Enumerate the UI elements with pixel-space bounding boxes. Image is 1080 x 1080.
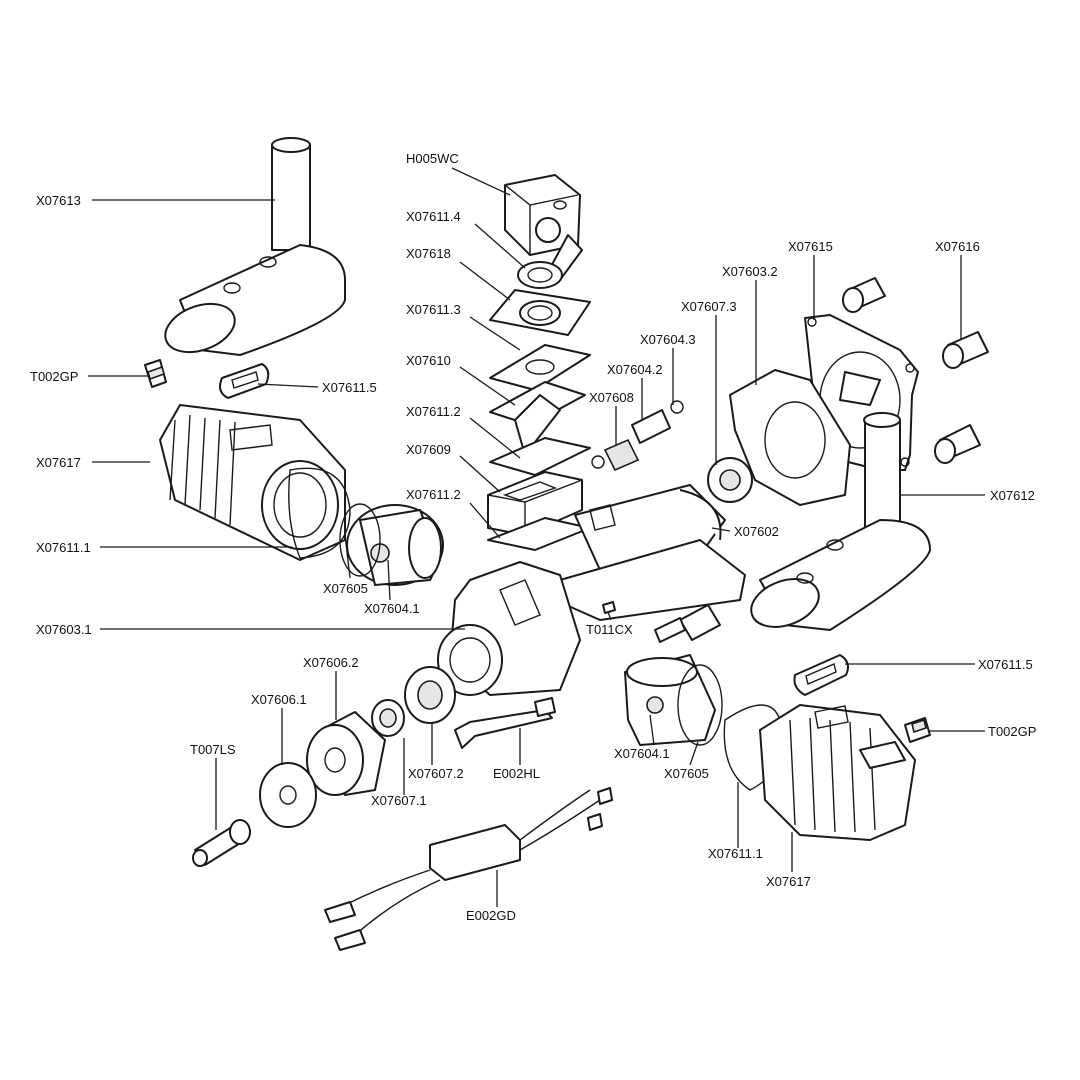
label-x07604-2: X07604.2: [607, 362, 663, 377]
leader-x07611-2-b: [469, 502, 501, 539]
label-x07611-1-left: X07611.1: [36, 540, 91, 555]
label-x07611-5-right: X07611.5: [978, 657, 1033, 672]
leader-x07611-2-a: [469, 417, 521, 459]
label-x07612: X07612: [990, 488, 1035, 503]
label-e002gd: E002GD: [466, 908, 516, 923]
label-t002gp-left: T002GP: [30, 369, 78, 384]
leader-x07609: [459, 455, 501, 493]
label-t002gp-right: T002GP: [988, 724, 1036, 739]
label-x07607-3: X07607.3: [681, 299, 737, 314]
carb-gasket: [517, 261, 563, 289]
ignition-module: [324, 787, 613, 951]
rear-crankcase: [729, 369, 881, 506]
leader-x07604-1-left: [387, 559, 391, 601]
exhaust-gasket-right: [793, 654, 849, 696]
spark-plug-right: [904, 717, 931, 743]
hall-sensor: [454, 697, 556, 749]
intake-block: [487, 471, 583, 536]
leader-x07611-5-left: [257, 383, 319, 388]
muffler-right: [750, 412, 931, 631]
label-x07616: X07616: [935, 239, 980, 254]
label-x07618: X07618: [406, 246, 451, 261]
label-x07611-4: X07611.4: [406, 209, 461, 224]
label-x07606-2: X07606.2: [303, 655, 359, 670]
rubber-bushing-1: [842, 277, 886, 313]
label-x07607-2: X07607.2: [408, 766, 464, 781]
label-x07608: X07608: [589, 390, 634, 405]
leader-x07611-4: [474, 223, 526, 269]
leader-t011cx: [607, 611, 612, 621]
label-x07605-right: X07605: [664, 766, 709, 781]
exhaust-gasket-left: [219, 363, 270, 399]
wrist-pin-right: [631, 409, 671, 444]
label-x07611-1-right: X07611.1: [708, 846, 763, 861]
leader-lines: [88, 167, 985, 907]
base-gasket-left: [288, 467, 351, 559]
label-x07602: X07602: [734, 524, 779, 539]
label-x07611-3: X07611.3: [406, 302, 461, 317]
needle-bearing: [603, 438, 640, 472]
label-x07615: X07615: [788, 239, 833, 254]
label-t011cx: T011CX: [586, 622, 633, 637]
label-x07611-2-b: X07611.2: [406, 487, 461, 502]
woodruff-key: [602, 601, 616, 614]
cylinder-right: [759, 704, 916, 841]
leader-h005wc: [451, 167, 511, 196]
leader-x07602: [711, 527, 731, 532]
leader-x07604-1-right: [649, 714, 655, 746]
label-x07603-2: X07603.2: [722, 264, 778, 279]
cylinder-left: [159, 404, 346, 561]
reed-gasket-top: [489, 344, 591, 391]
callout-labels: X07613 T002GP X07611.5 X07617 X07611.1 X…: [30, 151, 1036, 923]
piston-right: [624, 604, 723, 746]
label-x07607-1: X07607.1: [371, 793, 427, 808]
label-x07604-3: X07604.3: [640, 332, 696, 347]
label-x07606-1: X07606.1: [251, 692, 307, 707]
bearing-rear: [707, 457, 753, 503]
label-x07609: X07609: [406, 442, 451, 457]
leader-x07611-3: [469, 316, 521, 351]
label-x07604-1-right: X07604.1: [614, 746, 670, 761]
label-x07617-right: X07617: [766, 874, 811, 889]
front-crankcase: [437, 561, 581, 696]
muffler-left: [164, 137, 346, 356]
prop-washer: [259, 762, 317, 828]
bearing-front-outer: [404, 666, 456, 724]
leader-x07610: [459, 366, 516, 406]
prop-bolt: [192, 819, 251, 867]
spark-plug-left: [144, 359, 167, 388]
reed-gasket-middle: [489, 437, 591, 476]
label-x07610: X07610: [406, 353, 451, 368]
bearing-front-inner: [371, 699, 405, 737]
label-x07611-5-left: X07611.5: [322, 380, 377, 395]
piston-left: [339, 503, 444, 586]
label-x07605-left: X07605: [323, 581, 368, 596]
crankshaft: [554, 484, 746, 621]
label-x07611-2-a: X07611.2: [406, 404, 461, 419]
leader-x07605-right: [689, 741, 699, 766]
label-x07603-1: X07603.1: [36, 622, 92, 637]
label-e002hl: E002HL: [493, 766, 540, 781]
leader-x07605-left: [344, 534, 351, 579]
reed-valve: [489, 381, 586, 456]
rubber-bushing-2: [942, 331, 989, 369]
label-x07617-left: X07617: [36, 455, 81, 470]
label-h005wc: H005WC: [406, 151, 459, 166]
leader-x07618: [459, 261, 511, 301]
circlip-right: [591, 400, 684, 469]
prop-hub: [306, 711, 386, 796]
carb-adapter: [489, 289, 591, 336]
label-x07604-1-left: X07604.1: [364, 601, 420, 616]
label-x07613: X07613: [36, 193, 81, 208]
label-t007ls: T007LS: [190, 742, 236, 757]
rubber-bushing-3: [934, 424, 981, 464]
